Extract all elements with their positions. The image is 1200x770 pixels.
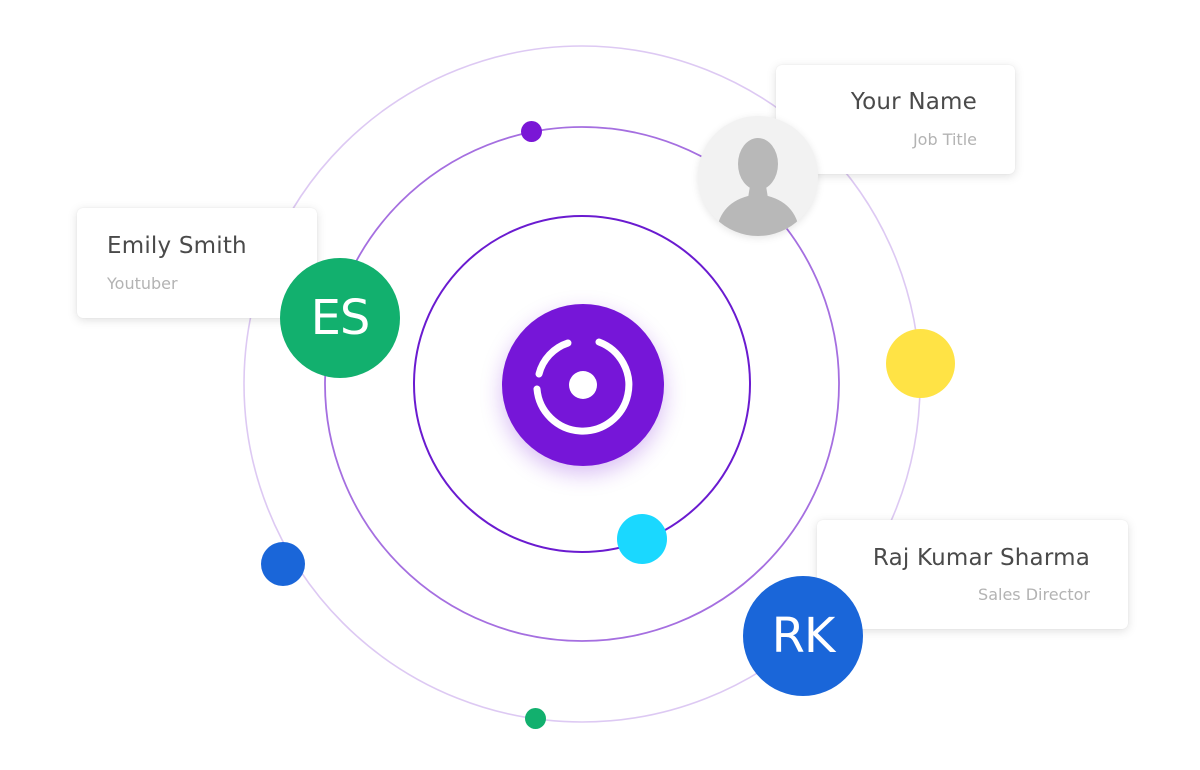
contact-job-title: Job Title	[912, 130, 977, 149]
contact-card-raj-kumar-sharma[interactable]: Raj Kumar Sharma Sales Director	[817, 520, 1128, 629]
avatar-emily-smith[interactable]: ES	[280, 258, 400, 378]
contact-name: Your Name	[850, 89, 977, 115]
avatar-initials: ES	[310, 290, 371, 346]
contact-name: Raj Kumar Sharma	[872, 545, 1090, 571]
central-hub[interactable]	[502, 304, 664, 466]
avatar-initials: RK	[771, 608, 836, 664]
purple-orbit-dot	[521, 121, 542, 142]
inner-orbit-ring	[413, 215, 751, 553]
contact-card-emily-smith[interactable]: Emily Smith Youtuber	[77, 208, 317, 318]
user-silhouette-icon	[716, 138, 800, 236]
contact-card-your-name[interactable]: Your Name Job Title	[776, 65, 1015, 174]
middle-orbit-ring	[324, 126, 840, 642]
blue-orbit-dot	[261, 542, 305, 586]
avatar-raj-kumar-sharma[interactable]: RK	[743, 576, 863, 696]
orbit-logo-icon	[533, 338, 633, 435]
cyan-orbit-dot	[617, 514, 667, 564]
contact-job-title: Youtuber	[107, 274, 178, 293]
contact-name: Emily Smith	[107, 233, 247, 259]
contact-job-title: Sales Director	[978, 585, 1090, 604]
yellow-orbit-dot	[886, 329, 955, 398]
avatar-your-name[interactable]	[698, 116, 818, 236]
green-orbit-dot	[525, 708, 546, 729]
